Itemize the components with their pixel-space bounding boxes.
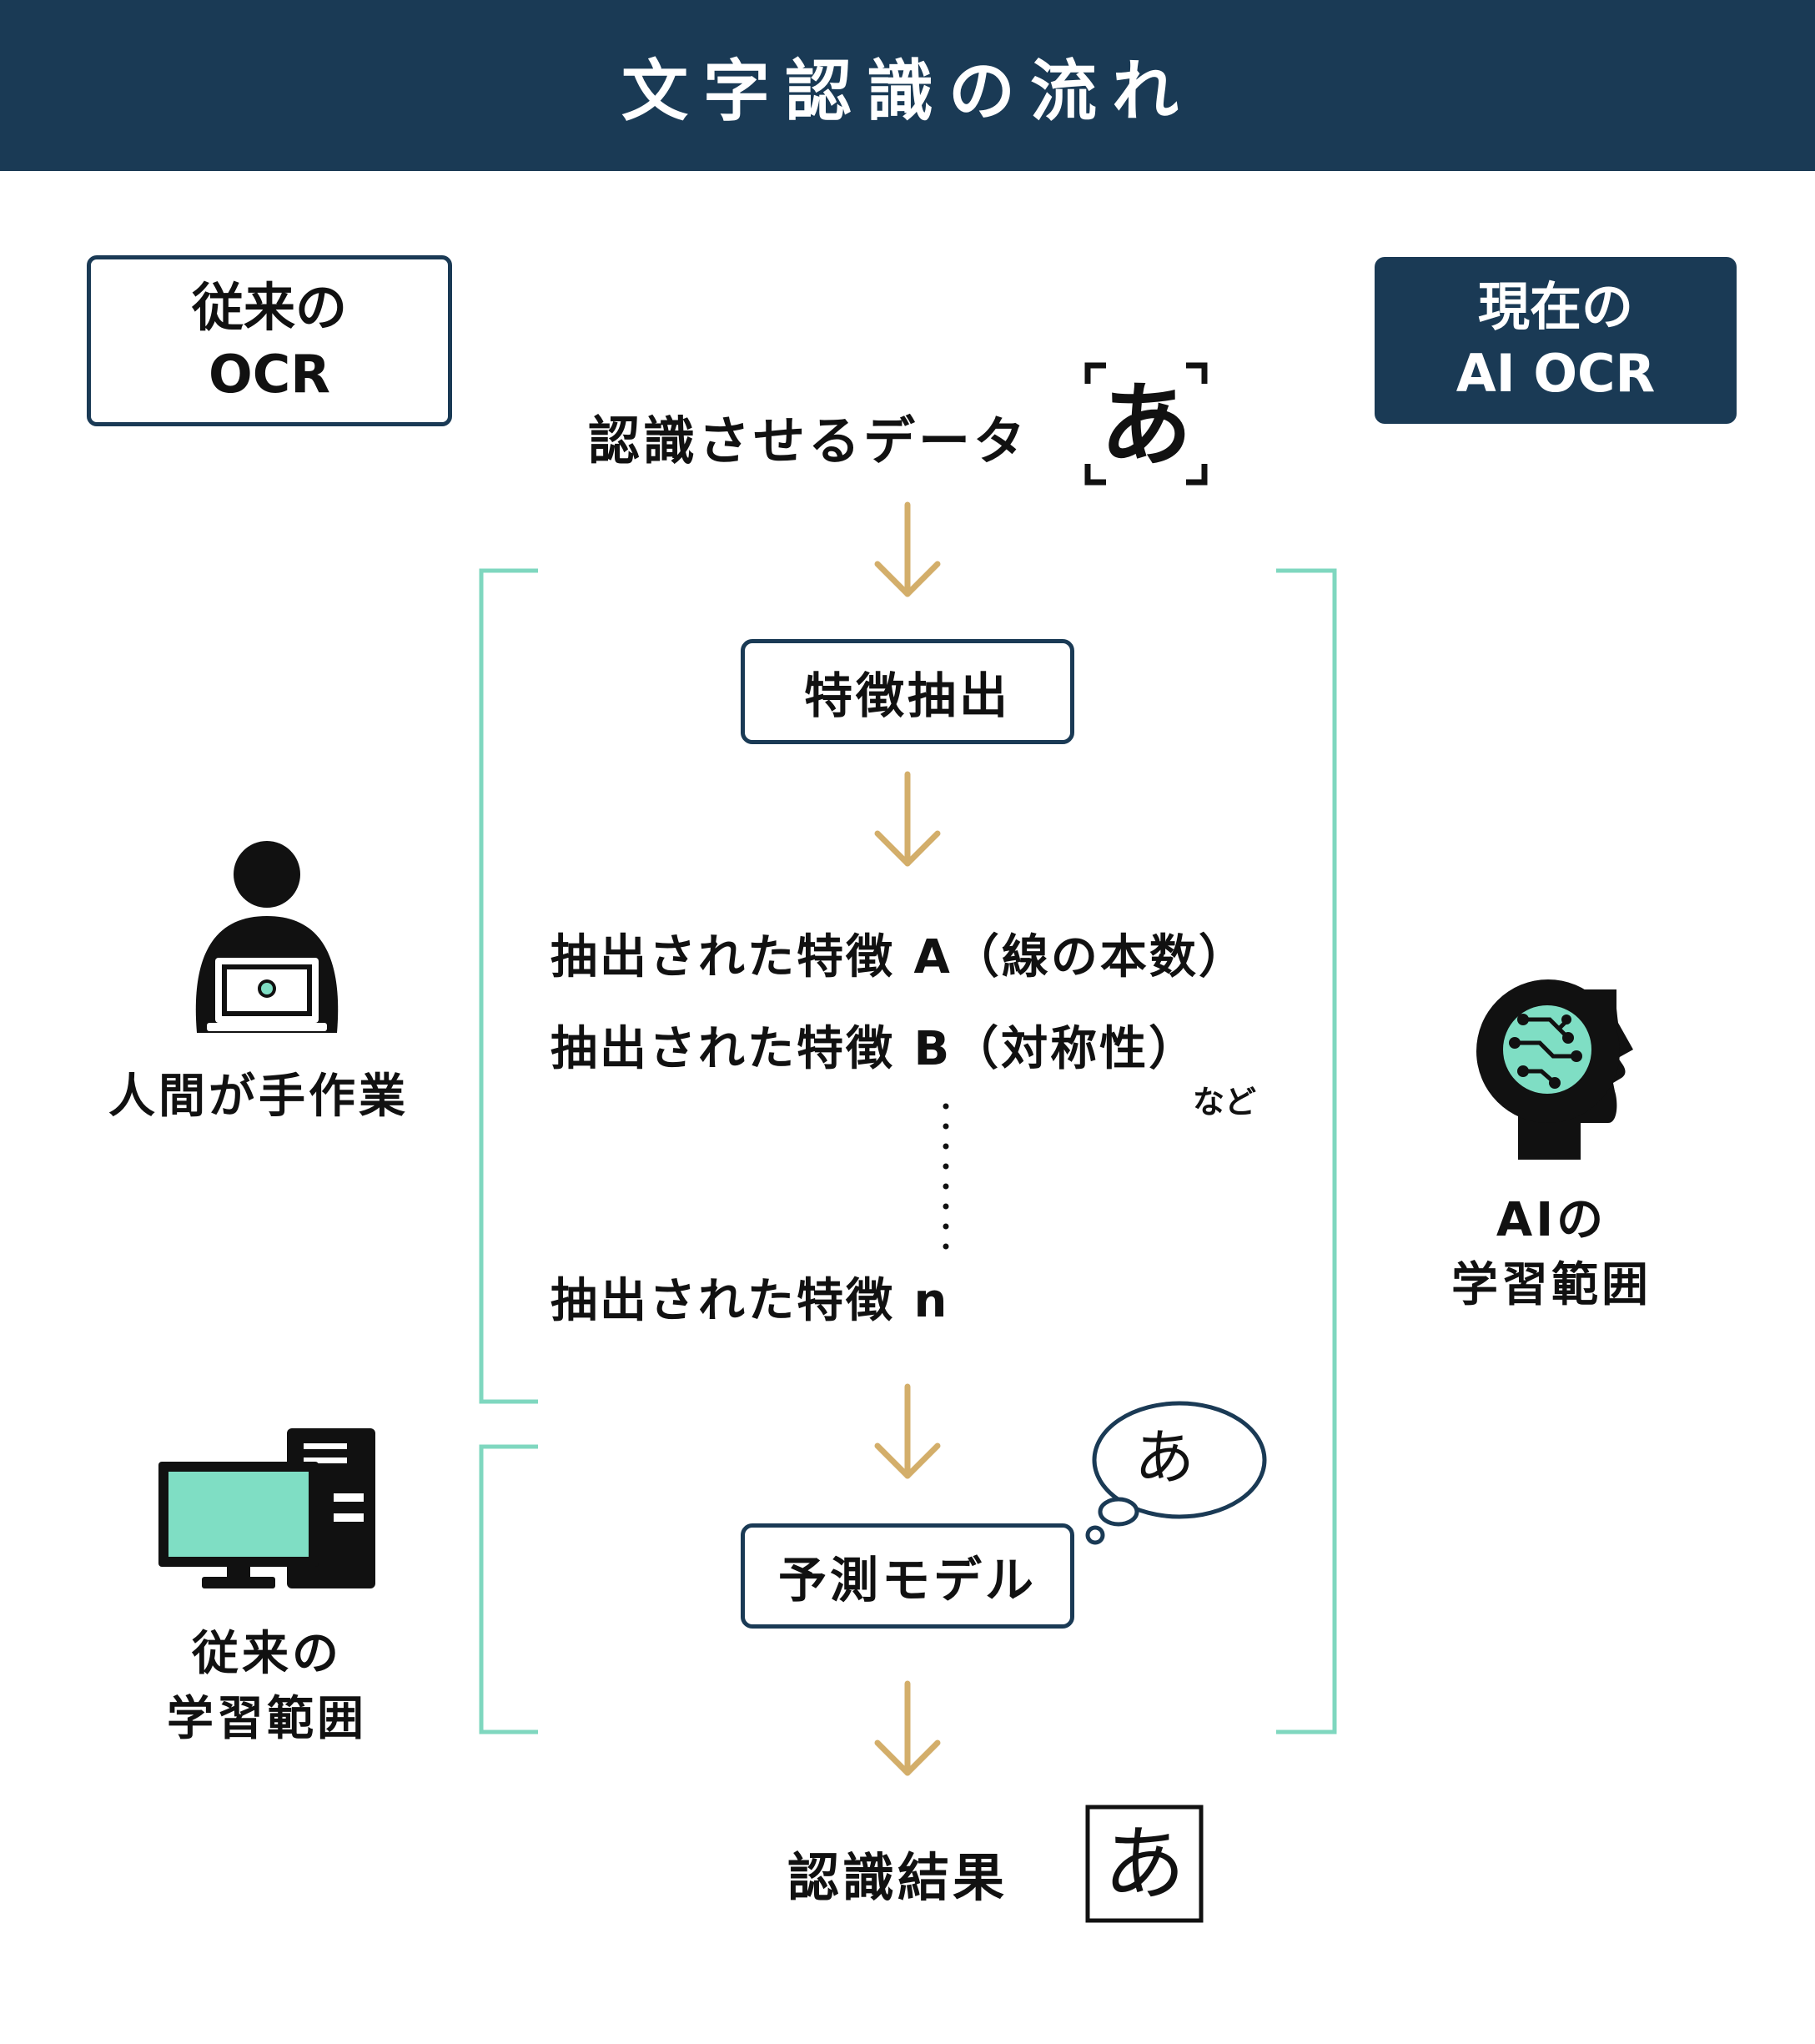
desktop-computer-icon [158, 1428, 375, 1588]
page-title: 文字認識の流れ [621, 52, 1194, 130]
feature-item-a: 抽出された特徴 A（線の本数） [551, 930, 1248, 984]
ai-scope-label: AIの 学習範囲 [1385, 1188, 1718, 1318]
feature-item-b: 抽出された特徴 B（対称性） [551, 1022, 1199, 1076]
input-char-frame [1084, 362, 1208, 486]
conventional-scope-line1: 従来の [192, 1627, 342, 1681]
human-manual-text: 人間が手作業 [108, 1070, 409, 1124]
feature-extraction-label: 特徴抽出 [803, 667, 1011, 724]
result-char-frame [1085, 1805, 1204, 1923]
feature-extraction-box: 特徴抽出 [741, 639, 1074, 744]
arrow-down-icon [874, 1383, 941, 1479]
ai-scope-line1: AIの [1496, 1193, 1607, 1247]
person-laptop-icon [195, 841, 339, 1033]
result-char: あ [1104, 1817, 1185, 1912]
ai-ocr-box: 現在の AI OCR [1375, 257, 1737, 424]
ellipsis-dots [943, 1103, 949, 1250]
title-banner: 文字認識の流れ [0, 0, 1815, 171]
features-note: など [1193, 1084, 1257, 1120]
input-data-label: 認識させるデータ [588, 410, 1029, 471]
ai-ocr-line2: AI OCR [1456, 343, 1656, 404]
thought-char: あ [1134, 1422, 1194, 1493]
prediction-model-box: 予測モデル [741, 1523, 1074, 1629]
arrow-down-icon [874, 771, 941, 867]
arrow-down-icon [874, 1680, 941, 1776]
ai-scope-bracket [1276, 568, 1337, 1734]
thought-bubble-icon [1085, 1401, 1267, 1545]
feature-item-n: 抽出された特徴 n [551, 1274, 950, 1328]
conventional-ocr-line2: OCR [209, 343, 330, 405]
ai-scope-line2: 学習範囲 [1451, 1258, 1652, 1312]
conventional-ocr-box: 従来の OCR [87, 255, 452, 426]
input-char: あ [1100, 371, 1192, 479]
result-label: 認識結果 [787, 1847, 1008, 1908]
conventional-scope-label: 従来の 学習範囲 [100, 1622, 434, 1752]
ai-head-icon [1476, 979, 1633, 1160]
conventional-ocr-line1: 従来の [191, 276, 347, 338]
prediction-model-label: 予測モデル [777, 1552, 1037, 1609]
conventional-scope-line2: 学習範囲 [167, 1692, 367, 1746]
human-scope-bracket [479, 568, 538, 1404]
arrow-down-icon [874, 501, 941, 597]
ai-ocr-line1: 現在の [1477, 276, 1633, 337]
conventional-scope-bracket [479, 1444, 538, 1734]
human-manual-label: 人間が手作業 [75, 1065, 442, 1130]
